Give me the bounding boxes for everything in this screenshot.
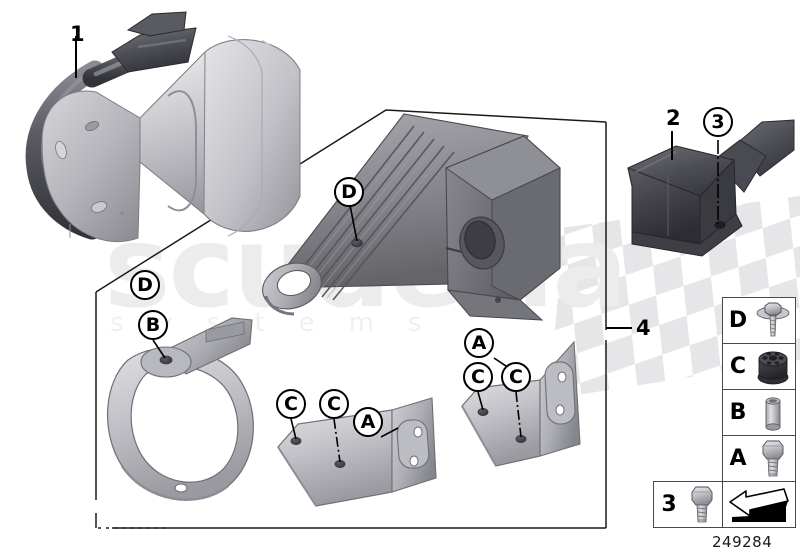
callout-1: 1 [70,22,85,46]
bubble-a-mid: A [353,407,383,437]
hex-bolt-icon [682,484,722,526]
heatsink-clamp-body [444,135,561,321]
bubble-c-right-1: C [463,362,493,392]
motor-connector-plug [111,11,197,73]
hex-bolt-icon [751,438,795,480]
legend-key-d: D [728,308,748,333]
motor-front-face [41,90,141,242]
bubble-c-right-2: C [501,362,531,392]
hardware-legend-bottom: 3 [653,481,796,528]
direction-arrow-icon [729,487,789,522]
part-finned-heatsink-bracket [262,113,561,321]
part-electric-motor [25,11,301,242]
hardware-legend: D C [722,297,796,482]
legend-key-c: C [729,354,747,379]
part-number-label: 249284 [712,533,773,551]
bubble-d-clamp: D [130,270,160,300]
part-clamp-ring [107,317,254,501]
callout-3-bubble: 3 [703,107,733,137]
callout-4: 4 [636,316,651,340]
legend-row-c: C [723,344,795,390]
legend-row-a: A [723,436,795,482]
legend-row-b: B [723,390,795,436]
bubble-c-mid-1: C [276,389,306,419]
legend-key-a: A [729,446,747,471]
direction-arrow-cell [723,482,795,527]
spacer-sleeve-icon [751,393,795,433]
legend-key-b: B [729,400,747,425]
callout-2: 2 [666,106,681,130]
bubble-d-fin: D [334,177,364,207]
part-bracket-right [461,340,581,467]
bubble-a-right: A [464,328,494,358]
legend-row-d: D [723,298,795,344]
heatsink-ring-eye [262,262,322,316]
legend-row-3: 3 [654,482,723,527]
bubble-b-clamp: B [138,310,168,340]
leader-lines [75,36,719,463]
part-sensor-module [627,119,795,257]
rubber-grommet-icon [751,347,795,387]
assembly-boundary-box [95,109,607,529]
legend-key-3: 3 [661,492,677,517]
bubble-c-mid-2: C [319,389,349,419]
motor-barrel [139,35,301,237]
flange-bolt-icon [751,300,795,342]
